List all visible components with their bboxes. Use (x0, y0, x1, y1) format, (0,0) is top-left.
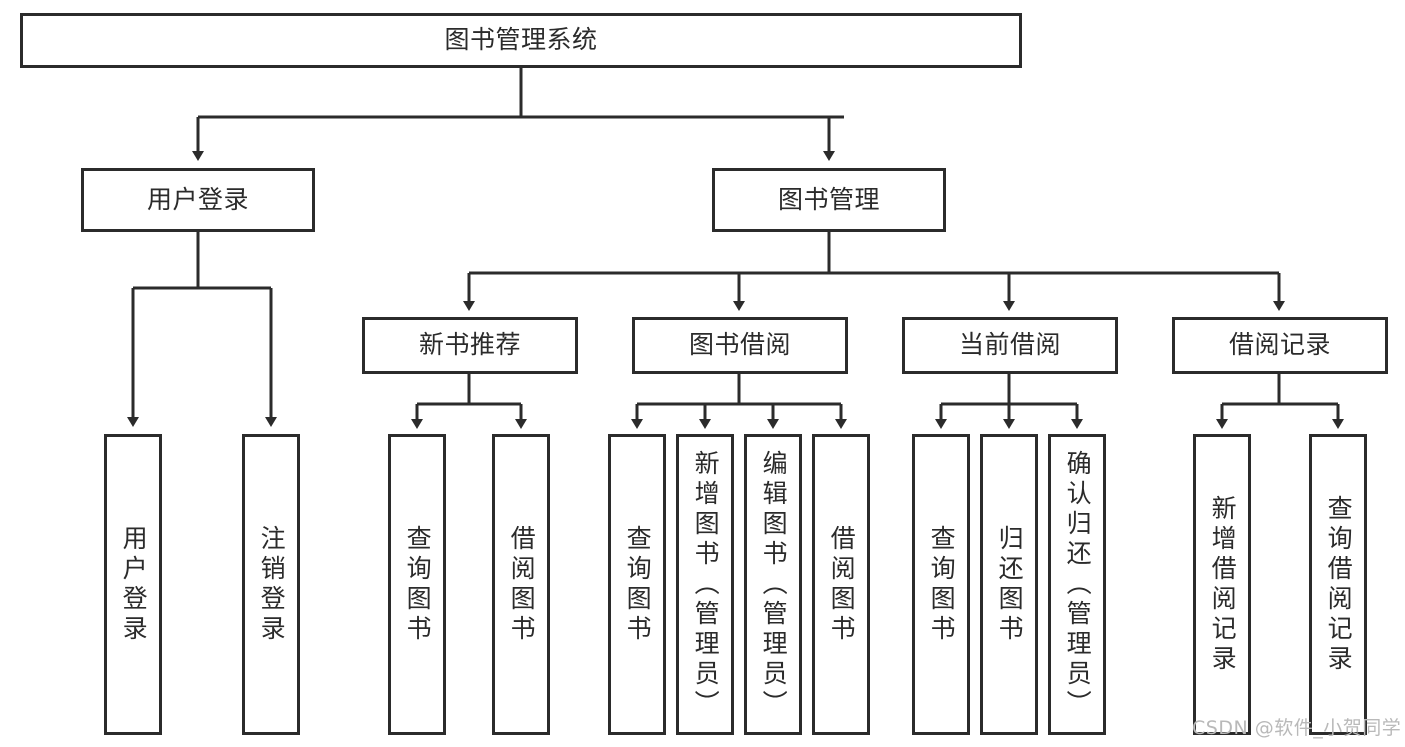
leaf-borrow-book-1[interactable]: 借阅图书 (492, 434, 550, 735)
leaf-add-borrow-record[interactable]: 新增借阅记录 (1193, 434, 1251, 735)
leaf-query-book-2[interactable]: 查询图书 (608, 434, 666, 735)
leaf-edit-book-label: 编辑图书（管理员） (759, 449, 789, 720)
node-new-book-recommend-label: 新书推荐 (418, 330, 521, 360)
node-book-management-label: 图书管理 (777, 184, 880, 214)
leaf-add-borrow-record-label: 新增借阅记录 (1208, 494, 1238, 675)
leaf-confirm-return-label: 确认归还（管理员） (1063, 449, 1093, 720)
node-borrow-record-label: 借阅记录 (1228, 330, 1331, 360)
leaf-query-book-2-label: 查询图书 (623, 524, 653, 645)
node-current-borrow-label: 当前借阅 (958, 330, 1061, 360)
leaf-query-book-3[interactable]: 查询图书 (912, 434, 970, 735)
node-root-system[interactable]: 图书管理系统 (20, 13, 1022, 68)
node-book-borrow-label: 图书借阅 (688, 330, 791, 360)
leaf-query-book-1-label: 查询图书 (403, 524, 433, 645)
leaf-user-login[interactable]: 用户登录 (104, 434, 162, 735)
leaf-query-borrow-record-label: 查询借阅记录 (1324, 494, 1354, 675)
node-root-label: 图书管理系统 (444, 25, 598, 55)
leaf-logout-login-label: 注销登录 (257, 524, 287, 645)
leaf-query-book-3-label: 查询图书 (927, 524, 957, 645)
node-new-book-recommend[interactable]: 新书推荐 (362, 317, 578, 374)
node-book-management[interactable]: 图书管理 (712, 168, 946, 232)
leaf-edit-book[interactable]: 编辑图书（管理员） (744, 434, 802, 735)
watermark-credit: CSDN @软件_小贺同学 (1192, 717, 1402, 739)
leaf-borrow-book-2[interactable]: 借阅图书 (812, 434, 870, 735)
leaf-add-book-label: 新增图书（管理员） (691, 449, 721, 720)
leaf-query-borrow-record[interactable]: 查询借阅记录 (1309, 434, 1367, 735)
node-book-borrow[interactable]: 图书借阅 (632, 317, 848, 374)
leaf-borrow-book-2-label: 借阅图书 (827, 524, 857, 645)
leaf-return-book[interactable]: 归还图书 (980, 434, 1038, 735)
leaf-return-book-label: 归还图书 (995, 524, 1025, 645)
node-user-login[interactable]: 用户登录 (81, 168, 315, 232)
node-current-borrow[interactable]: 当前借阅 (902, 317, 1118, 374)
node-user-login-label: 用户登录 (146, 184, 249, 214)
node-borrow-record[interactable]: 借阅记录 (1172, 317, 1388, 374)
leaf-query-book-1[interactable]: 查询图书 (388, 434, 446, 735)
leaf-borrow-book-1-label: 借阅图书 (507, 524, 537, 645)
leaf-add-book[interactable]: 新增图书（管理员） (676, 434, 734, 735)
leaf-user-login-label: 用户登录 (119, 524, 149, 645)
leaf-confirm-return[interactable]: 确认归还（管理员） (1048, 434, 1106, 735)
leaf-logout-login[interactable]: 注销登录 (242, 434, 300, 735)
